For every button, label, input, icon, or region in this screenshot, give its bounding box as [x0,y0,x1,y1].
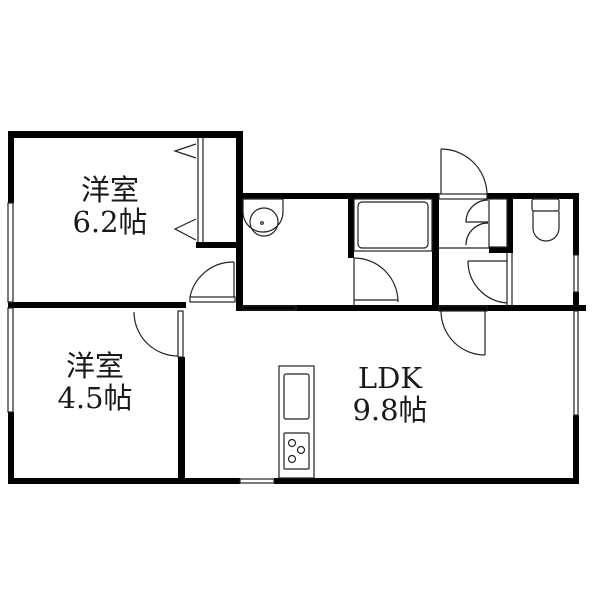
wall [573,292,579,311]
washbasin-bowl [249,207,279,237]
wall [274,478,579,484]
room-label-bedroom-1: 洋室 6.2帖 [40,174,180,239]
wall [348,193,438,199]
door-swing [467,260,508,304]
window [242,305,297,311]
kitchen-sink [283,373,310,420]
bathtub-frame [353,198,433,252]
door-frame [177,310,184,358]
door-frame [438,305,488,312]
room-label-ldk: LDK 9.8帖 [320,362,460,427]
window [573,310,579,416]
washbasin [242,198,284,233]
window [7,202,14,303]
wall [573,415,579,484]
wall [8,412,14,484]
window [7,307,14,413]
wall [489,247,513,253]
kitchen-counter [278,365,315,479]
wall [8,131,14,203]
room-type: LDK [357,361,423,395]
room-type: 洋室 [80,173,139,207]
wall [487,193,579,199]
door-swing [440,148,488,195]
room-label-bedroom-2: 洋室 4.5帖 [25,350,165,415]
door-frame [438,193,488,200]
cabinet-door [465,199,489,223]
wall [8,131,243,138]
burner [287,438,297,448]
wall [196,242,241,248]
toilet [532,211,560,242]
door-frame [189,296,236,303]
burner [296,445,306,455]
door-swing [440,310,486,356]
wall [348,193,354,258]
wall [8,302,186,308]
window [573,254,579,293]
wall [178,357,185,484]
shoe-cabinet [488,198,508,248]
room-size: 6.2帖 [72,205,148,240]
burner [287,454,297,464]
closet-opening [173,218,197,241]
room-size: 4.5帖 [57,381,133,416]
door-swing [189,261,235,298]
window [239,478,275,484]
cabinet-door [465,222,489,246]
wall [507,193,513,253]
wall [236,131,243,308]
wall [573,193,579,255]
wall [8,478,240,484]
wall [432,193,439,311]
room-size: 9.8帖 [352,393,428,428]
bathtub [357,201,429,249]
room-type: 洋室 [65,349,124,383]
door-swing [133,311,179,357]
door-swing [353,257,399,303]
toilet-tank [531,198,560,212]
closet-opening [173,143,197,159]
stove [283,432,310,470]
wall [236,193,348,199]
wall [236,305,586,311]
